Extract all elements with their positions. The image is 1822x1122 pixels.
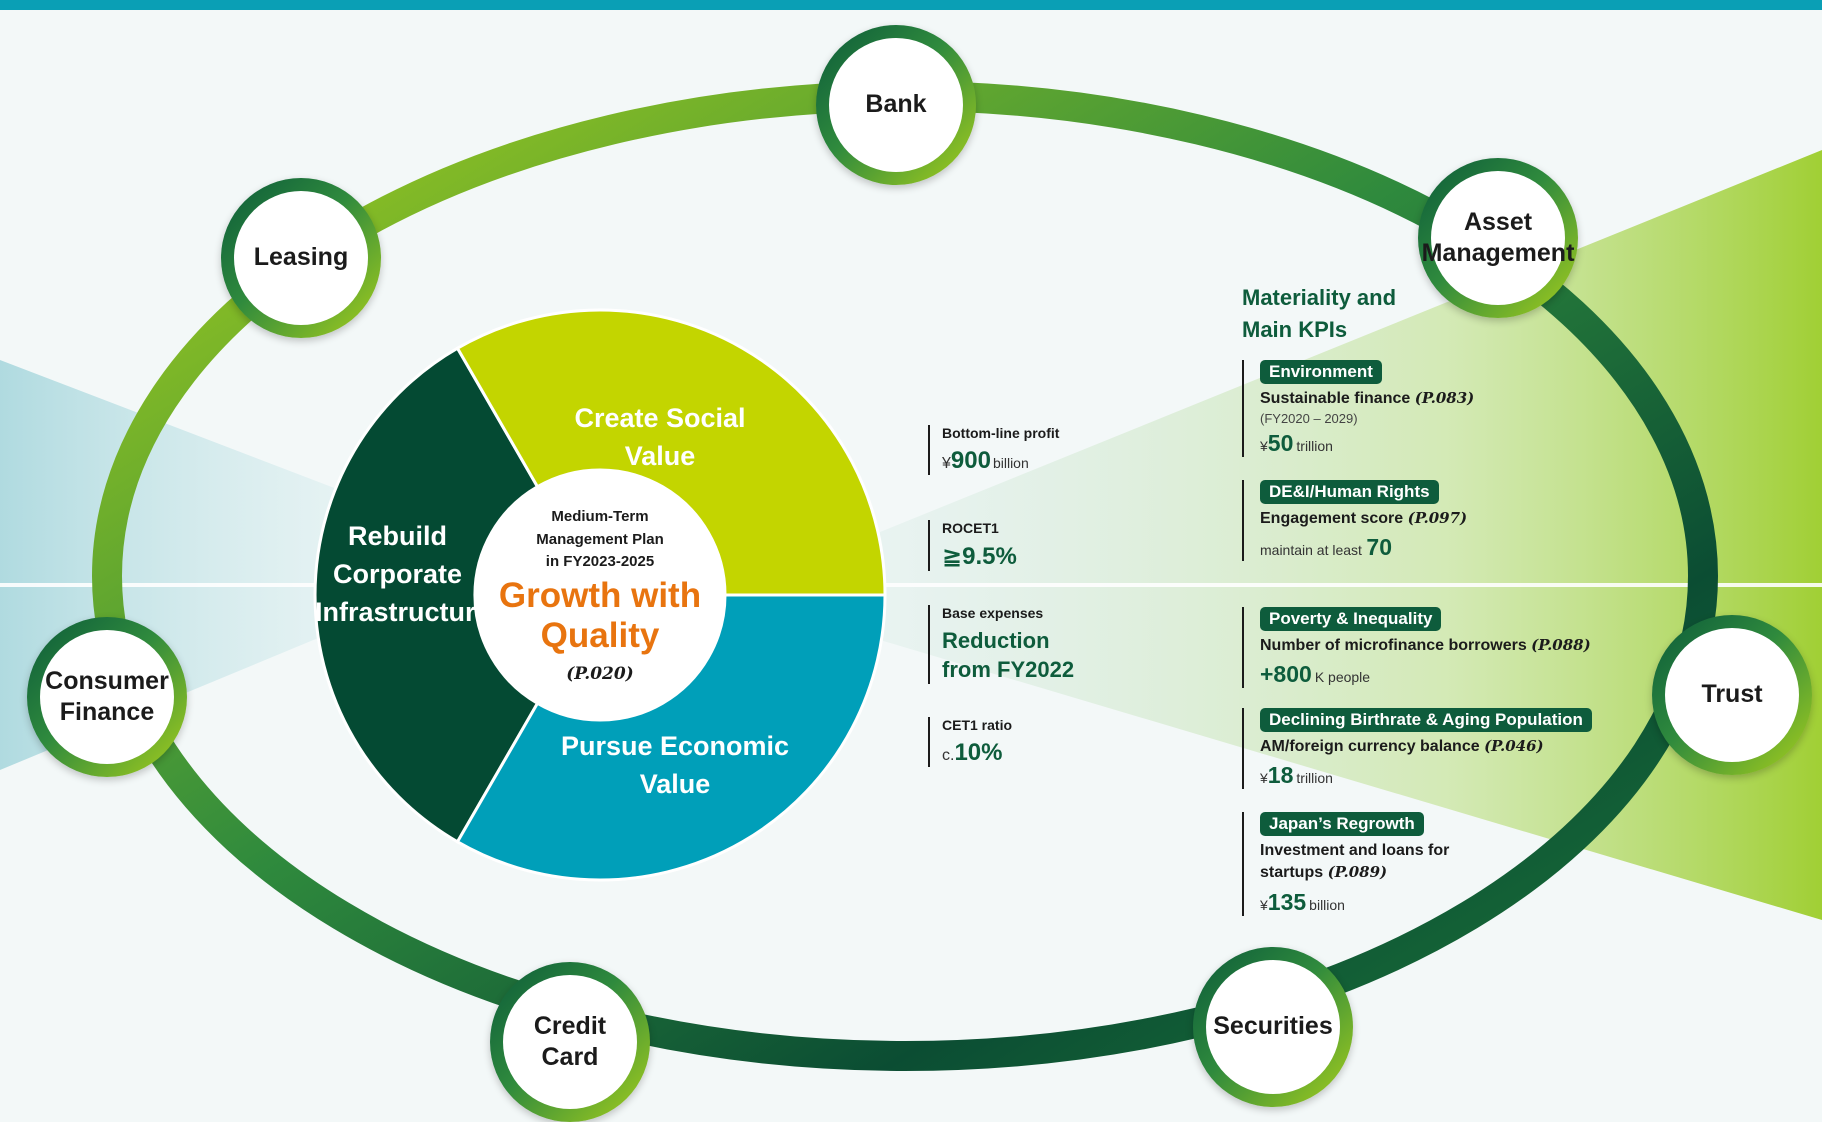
value-prefix: maintain at least (1260, 542, 1362, 559)
value-suffix: trillion (1296, 770, 1333, 787)
value-suffix: K people (1314, 669, 1371, 686)
page-ref: (P.088) (1531, 636, 1591, 654)
value-prefix: ¥ (1260, 770, 1268, 787)
materiality-tag: Japan’s Regrowth (1260, 812, 1424, 836)
top-bar (0, 0, 1822, 10)
kpi-prefix: ¥ (942, 455, 951, 472)
segment-label-economic: Pursue Economic Value (560, 731, 790, 799)
page-ref: (P.046) (1484, 737, 1544, 755)
materiality-tag: Declining Birthrate & Aging Population (1260, 708, 1592, 732)
kpi-value: c.10% (942, 739, 1012, 767)
node-asset-management[interactable]: Asset Management (1418, 158, 1578, 318)
kpi-number: 10% (954, 739, 1003, 766)
materiality-desc-text: AM/foreign currency balance (1260, 738, 1480, 755)
materiality-birthrate-aging: Declining Birthrate & Aging Population A… (1242, 708, 1640, 790)
kpi-prefix: c. (942, 747, 955, 764)
materiality-environment: Environment Sustainable finance (P.083) … (1242, 360, 1640, 458)
kpi-value: ≧9.5% (942, 542, 1017, 571)
kpi-value: Reduction from FY2022 (942, 628, 1075, 682)
value-number: 50 (1267, 430, 1294, 457)
materiality-desc: Number of microfinance borrowers (P.088) (1260, 635, 1640, 657)
segment-label-social: Create Social Value (574, 403, 746, 471)
value-number: 18 (1267, 762, 1294, 789)
kpi-base-expenses: Base expenses Reduction from FY2022 (928, 605, 1075, 685)
value-prefix: ¥ (1260, 438, 1268, 455)
value-number: 135 (1267, 888, 1307, 915)
materiality-japans-regrowth: Japan’s Regrowth Investment and loans fo… (1242, 812, 1640, 916)
kpi-label: ROCET1 (942, 520, 999, 536)
kpi-cet1-ratio: CET1 ratio c.10% (928, 717, 1012, 767)
page-ref: (P.089) (1327, 863, 1388, 882)
kpi-number: 900 (950, 447, 991, 474)
value-number: +800 (1260, 661, 1312, 688)
materiality-tag: Environment (1260, 360, 1382, 384)
node-asset-management-label: Asset Management (1422, 171, 1574, 305)
kpi-suffix: billion (992, 455, 1029, 471)
materiality-desc-text: Sustainable finance (1260, 390, 1411, 407)
node-credit-card-label: Credit Card (503, 975, 637, 1109)
materiality-desc: AM/foreign currency balance (P.046) (1260, 736, 1640, 758)
node-credit-card[interactable]: Credit Card (490, 962, 650, 1122)
kpi-number: ≧9.5% (942, 543, 1017, 570)
node-securities[interactable]: Securities (1193, 947, 1353, 1107)
node-leasing[interactable]: Leasing (221, 178, 381, 338)
materiality-title: Materiality and Main KPIs (1242, 285, 1397, 342)
node-consumer-finance-label: Consumer Finance (40, 630, 174, 764)
node-bank-label: Bank (829, 38, 963, 172)
node-trust[interactable]: Trust (1652, 615, 1812, 775)
value-prefix: ¥ (1260, 896, 1268, 913)
materiality-desc: Engagement score (P.097) (1260, 508, 1640, 530)
plan-theme: Growth with Quality (498, 575, 702, 655)
kpi-label: Bottom-line profit (942, 425, 1060, 441)
value-suffix: trillion (1296, 438, 1333, 455)
value-number: 70 (1366, 534, 1392, 561)
materiality-tag: Poverty & Inequality (1260, 607, 1442, 631)
plan-page-ref: (P.020) (566, 664, 634, 684)
segment-label-rebuild: Rebuild Corporate Infrastructure (315, 521, 491, 627)
segment-economic (455, 593, 887, 882)
materiality-dei-human-rights: DE&I/Human Rights Engagement score (P.09… (1242, 480, 1640, 562)
materiality-poverty-inequality: Poverty & Inequality Number of microfina… (1242, 607, 1640, 689)
plan-hub: Medium-Term Management Plan in FY2023-20… (475, 470, 725, 720)
plan-title: Medium-Term Management Plan in FY2023-20… (536, 508, 664, 570)
materiality-desc-text: Number of microfinance borrowers (1260, 637, 1527, 654)
node-trust-label: Trust (1665, 628, 1799, 762)
materiality-desc-text: Investment and loans for startups (1260, 842, 1450, 882)
materiality-value: maintain at least 70 (1260, 534, 1640, 561)
kpi-rocet1: ROCET1 ≧9.5% (928, 520, 1017, 571)
page-ref: (P.083) (1414, 389, 1475, 407)
node-bank[interactable]: Bank (816, 25, 976, 185)
materiality-sub: (FY2020 – 2029) (1260, 411, 1358, 427)
materiality-desc: Sustainable finance (P.083) (1260, 388, 1640, 410)
node-leasing-label: Leasing (234, 191, 368, 325)
materiality-desc-text: Engagement score (1260, 510, 1404, 527)
value-suffix: billion (1309, 896, 1345, 913)
kpi-label: Base expenses (942, 605, 1044, 621)
node-securities-label: Securities (1206, 960, 1340, 1094)
materiality-tag: DE&I/Human Rights (1260, 480, 1439, 504)
materiality-desc: Investment and loans for startups (P.089… (1260, 840, 1640, 885)
page-ref: (P.097) (1407, 509, 1468, 527)
node-consumer-finance[interactable]: Consumer Finance (27, 617, 187, 777)
kpi-label: CET1 ratio (942, 717, 1013, 733)
